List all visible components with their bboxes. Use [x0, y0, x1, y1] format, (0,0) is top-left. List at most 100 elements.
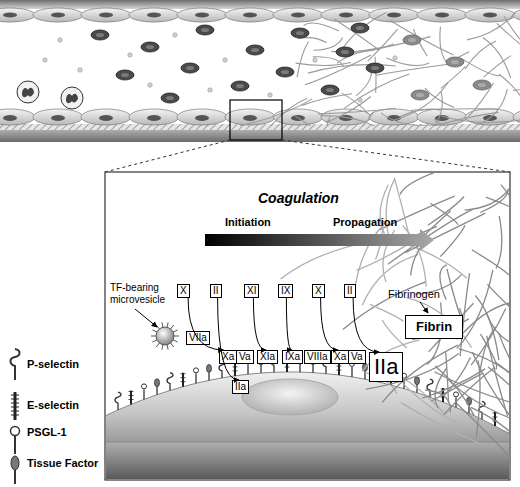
factor-name: X: [315, 285, 322, 296]
tissue-factor: [156, 387, 157, 395]
red-blood-cell: [296, 31, 304, 35]
fibrin-strand: [405, 213, 485, 253]
fibrin-strand: [435, 369, 446, 408]
leukocyte: [17, 81, 39, 103]
endothelial-cell: [33, 109, 83, 125]
endothelial-cell: [513, 109, 520, 125]
factor-box: II: [344, 284, 356, 298]
endothelial-cell: [0, 8, 35, 22]
factor-name: X: [180, 285, 187, 296]
endothelial-cell: [81, 8, 131, 22]
red-blood-cell: [281, 70, 289, 74]
activation-arrow: [188, 298, 223, 350]
red-blood-cell: [161, 93, 179, 103]
cell-nucleus: [147, 13, 161, 18]
leader-arrow: [135, 309, 157, 327]
fibrin-strand: [297, 41, 308, 77]
cell-nucleus: [3, 115, 17, 121]
fibrin-strand: [297, 38, 326, 43]
tissue-factor: [415, 377, 420, 385]
fibrin-strand: [441, 66, 466, 88]
platelet: [58, 38, 62, 42]
fibrin-strand: [302, 94, 352, 106]
fibrin-strand: [504, 16, 520, 44]
psgl-1-icon: [11, 427, 20, 436]
leukocyte: [61, 87, 83, 109]
red-blood-cell: [141, 42, 159, 52]
red-blood-cell: [336, 47, 354, 57]
red-blood-cell: [96, 33, 104, 37]
tissue-factor: [152, 330, 157, 332]
tissue-factor: [151, 336, 156, 337]
p-selectin: [167, 373, 173, 391]
factor-name: VIIIa: [307, 351, 328, 362]
fibrin-strand: [497, 23, 520, 65]
factor-name: Fibrin: [416, 319, 452, 334]
tissue-factor: [152, 340, 157, 342]
cell-nucleus: [195, 115, 209, 121]
endothelial-cell: [129, 109, 179, 125]
red-blood-cell: [411, 90, 429, 100]
fibrin-strand: [487, 314, 509, 344]
cell-nucleus: [3, 13, 17, 18]
red-blood-cell: [121, 73, 129, 77]
platelet: [43, 58, 47, 62]
coagulation-arrow: [205, 229, 434, 251]
fibrin-strand: [480, 189, 508, 212]
factor-box: IIa: [232, 380, 249, 394]
platelet: [268, 93, 272, 97]
fibrin-strand: [447, 269, 462, 319]
factor-box: Va: [348, 350, 366, 364]
red-blood-cell: [146, 45, 154, 49]
vessel-wall: [0, 124, 520, 142]
tissue-factor: [167, 322, 168, 327]
e-selectin: [182, 373, 184, 387]
red-blood-cell: [478, 83, 486, 87]
e-selectin: [130, 390, 132, 404]
factor-box: VIIa: [186, 331, 210, 345]
factor-name: Xa: [222, 351, 234, 362]
cell-nucleus: [99, 115, 113, 121]
microvesicle: [156, 327, 174, 345]
fibrin-strand: [440, 225, 465, 256]
tissue-factor: [155, 379, 160, 387]
blood-vessel: [0, 0, 520, 147]
fibrin-strand: [401, 403, 479, 444]
red-blood-cell: [408, 38, 416, 42]
e-selectin: [233, 363, 238, 371]
red-blood-cell: [366, 63, 384, 73]
fibrin-strand: [513, 90, 520, 102]
fibrin-strand: [390, 21, 453, 55]
e-selectin: [494, 412, 496, 426]
red-blood-cell: [341, 50, 349, 54]
annotation-label: Initiation: [225, 216, 271, 229]
endothelial-cell: [273, 109, 323, 125]
activation-arrow: [286, 298, 291, 350]
legend-text: E-selectin: [27, 399, 79, 412]
endothelial-cell: [417, 109, 467, 125]
psgl-1: [194, 368, 199, 373]
platelet: [223, 58, 227, 62]
red-blood-cell: [116, 70, 134, 80]
psgl-1-icon: [11, 427, 20, 455]
platelet: [148, 83, 152, 87]
cell-nucleus: [387, 13, 401, 18]
fibrin-strand: [486, 197, 509, 231]
factor-name: IIa: [374, 354, 398, 379]
factor-box: VIIIa: [304, 350, 331, 364]
endothelial-cell: [106, 372, 509, 442]
factor-name: XI: [247, 285, 256, 296]
annotation-label: Coagulation: [258, 190, 339, 207]
red-blood-cell: [251, 48, 259, 52]
fibrin-strand: [496, 216, 502, 269]
red-blood-cell: [326, 88, 334, 92]
fibrin-strand: [430, 203, 458, 225]
factor-name: Xa: [334, 351, 346, 362]
cell-nucleus: [99, 13, 113, 18]
factor-name: IIa: [235, 381, 246, 392]
legend-text: PSGL-1: [27, 426, 67, 439]
e-selectin: [181, 374, 186, 382]
fibrin-strand: [462, 59, 502, 76]
